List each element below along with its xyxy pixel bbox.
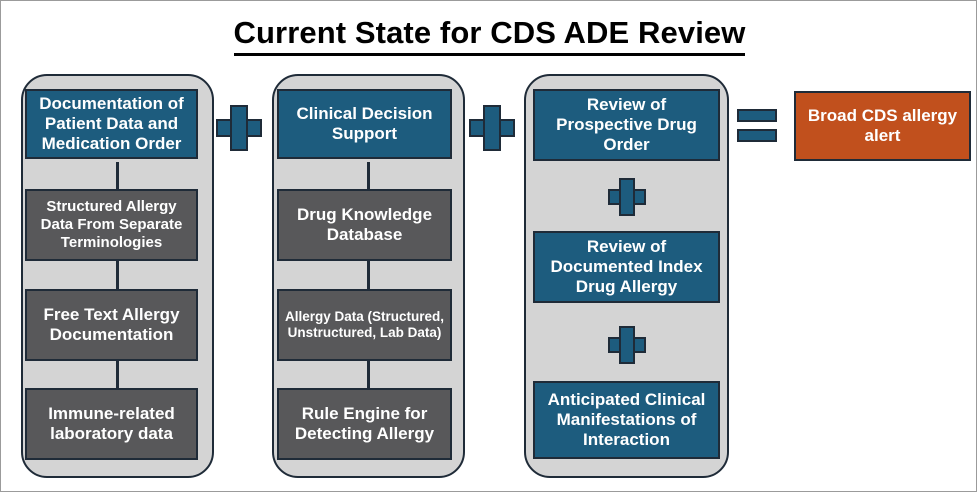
connector-line xyxy=(116,162,119,204)
connector-line xyxy=(367,261,370,303)
connector-line xyxy=(116,351,119,393)
equals-bar-bottom xyxy=(737,129,777,142)
node-documentation-of-patient-data[interactable]: Documentation of Patient Data and Medica… xyxy=(25,89,198,159)
plus-icon xyxy=(608,178,646,216)
plus-icon xyxy=(216,105,262,151)
plus-icon xyxy=(469,105,515,151)
node-rule-engine-for-detecting-allergy[interactable]: Rule Engine for Detecting Allergy xyxy=(277,388,452,460)
equals-icon xyxy=(737,109,777,143)
node-clinical-decision-support[interactable]: Clinical Decision Support xyxy=(277,89,452,159)
node-allergy-data-sources[interactable]: Allergy Data (Structured, Unstructured, … xyxy=(277,289,452,361)
plus-center xyxy=(621,191,633,203)
node-drug-knowledge-database[interactable]: Drug Knowledge Database xyxy=(277,189,452,261)
node-free-text-allergy-documentation[interactable]: Free Text Allergy Documentation xyxy=(25,289,198,361)
connector-line xyxy=(367,162,370,204)
node-broad-cds-allergy-alert[interactable]: Broad CDS allergy alert xyxy=(794,91,971,161)
plus-center xyxy=(621,339,633,351)
node-review-of-prospective-drug-order[interactable]: Review of Prospective Drug Order xyxy=(533,89,720,161)
equals-bar-top xyxy=(737,109,777,122)
connector-line xyxy=(367,351,370,393)
node-immune-related-laboratory-data[interactable]: Immune-related laboratory data xyxy=(25,388,198,460)
node-anticipated-clinical-manifestations[interactable]: Anticipated Clinical Manifestations of I… xyxy=(533,381,720,459)
plus-center xyxy=(232,121,246,135)
connector-line xyxy=(116,261,119,303)
node-review-of-documented-index-drug-allergy[interactable]: Review of Documented Index Drug Allergy xyxy=(533,231,720,303)
page-title: Current State for CDS ADE Review xyxy=(1,15,976,56)
plus-center xyxy=(485,121,499,135)
page-title-text: Current State for CDS ADE Review xyxy=(233,15,746,56)
node-structured-allergy-data[interactable]: Structured Allergy Data From Separate Te… xyxy=(25,189,198,261)
plus-icon xyxy=(608,326,646,364)
